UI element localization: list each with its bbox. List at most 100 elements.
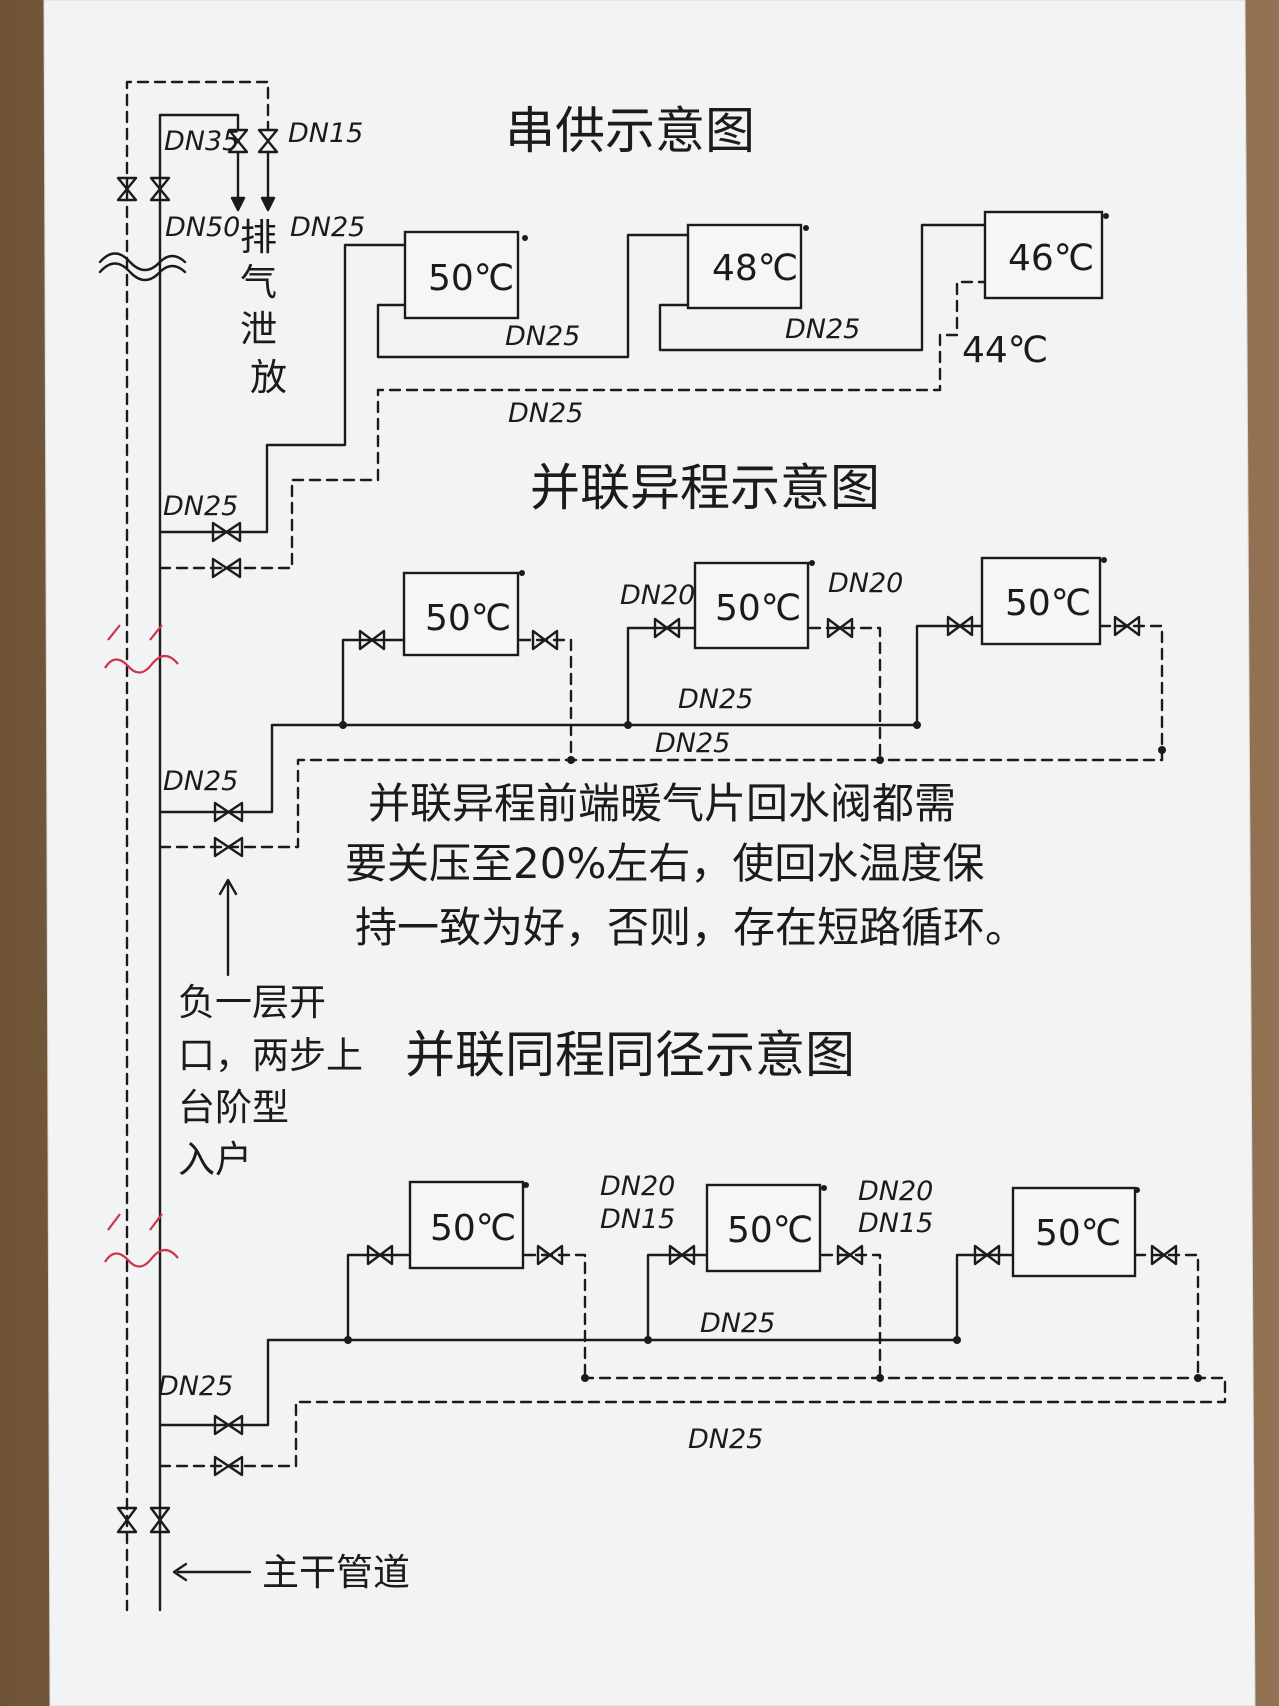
series-link-2	[658, 223, 987, 352]
note-line-1: 并联异程前端暖气片回水阀都需	[368, 779, 956, 828]
direct-return-dn: DN25	[688, 1424, 763, 1455]
reverse-radiator-3	[980, 556, 1102, 646]
direct-supply-dn: DN25	[700, 1308, 775, 1339]
vent-valve-dn35	[227, 128, 249, 212]
direct-dn15-a: DN15	[600, 1204, 675, 1235]
vent-char-2: 气	[240, 261, 277, 304]
label-dn50: DN50	[165, 212, 240, 243]
direct-temp-2: 50℃	[727, 1210, 813, 1251]
reverse-supply-dn: DN25	[678, 684, 753, 715]
reverse-temp-1: 50℃	[425, 598, 511, 639]
label-dn15-top: DN15	[288, 118, 363, 149]
direct-radiator-3	[1011, 1186, 1137, 1278]
direct-supply-valve	[213, 1414, 244, 1436]
trunk-label: 主干管道	[262, 1551, 410, 1594]
series-supply-valve	[211, 521, 242, 543]
series-pipe-b: DN25	[785, 314, 860, 345]
junction-dots	[339, 721, 1202, 1382]
series-temp-3: 46℃	[1008, 238, 1094, 279]
vent-char-1: 排	[240, 216, 277, 259]
series-radiator-3	[983, 210, 1104, 300]
direct-r3-supply	[955, 1253, 1015, 1342]
title-direct-return: 并联同程同径示意图	[405, 1026, 855, 1084]
direct-r3-valve-in	[973, 1244, 1001, 1266]
pipe-break-top-2	[98, 262, 187, 282]
direct-r1-valve-out	[536, 1244, 564, 1266]
direct-r3-valve-out	[1150, 1244, 1178, 1266]
side-note-2: 口，两步上	[178, 1034, 363, 1077]
reverse-temp-2: 50℃	[715, 588, 801, 629]
riser-valve-bottom-left	[116, 1506, 138, 1534]
vent-valve-dn15	[257, 128, 279, 212]
reverse-return-valve	[213, 836, 244, 858]
note-line-3: 持一致为好，否则，存在短路循环。	[355, 903, 1027, 952]
label-dn35: DN35	[164, 126, 239, 157]
riser-valve-top-right	[149, 176, 171, 202]
series-return-temp: 44℃	[962, 330, 1048, 371]
note-line-2: 要关压至20%左右，使回水温度保	[345, 839, 984, 888]
direct-r2-supply	[646, 1253, 709, 1342]
riser-valve-top-left	[116, 176, 138, 202]
side-note-4: 入户	[178, 1138, 252, 1181]
reverse-temp-3: 50℃	[1005, 583, 1091, 624]
reverse-supply-valve	[213, 801, 244, 823]
direct-r2-valve-out	[836, 1244, 864, 1266]
series-link-1	[376, 233, 690, 359]
direct-dn20-a: DN20	[600, 1171, 675, 1202]
reverse-r1-valve-out	[531, 629, 559, 651]
series-temp-1: 50℃	[428, 258, 514, 299]
reverse-dn20-right: DN20	[828, 568, 903, 599]
reverse-radiator-2	[693, 561, 810, 650]
direct-r3-return	[1133, 1253, 1200, 1380]
reverse-r1-valve-in	[358, 629, 386, 651]
direct-radiator-1	[408, 1180, 525, 1270]
reverse-branch-dn: DN25	[163, 766, 238, 797]
title-series: 串供示意图	[505, 102, 755, 160]
reverse-r3-valve-out	[1113, 615, 1141, 637]
reverse-r3-return	[1098, 624, 1164, 762]
riser-valve-bottom-right	[149, 1506, 171, 1534]
riser-top-dashed	[125, 80, 270, 192]
direct-r1-supply	[346, 1253, 412, 1342]
series-branch-dn: DN25	[163, 491, 238, 522]
reverse-r2-valve-in	[653, 617, 681, 639]
title-reverse-return: 并联异程示意图	[530, 459, 880, 517]
label-dn25-vent: DN25	[290, 212, 365, 243]
direct-dn15-b: DN15	[858, 1208, 933, 1239]
direct-r2-return	[820, 1253, 882, 1380]
reverse-r3-valve-in	[946, 615, 974, 637]
series-pipe-return: DN25	[508, 398, 583, 429]
entry-arrow	[218, 878, 238, 977]
radiator-vent-dots	[519, 213, 1140, 1193]
side-note-1: 负一层开	[178, 981, 326, 1024]
vent-char-3: 泄	[240, 308, 277, 351]
reverse-r2-valve-out	[826, 617, 854, 639]
break-marks	[104, 624, 179, 1268]
direct-radiator-2	[705, 1183, 822, 1273]
direct-r2-valve-in	[668, 1244, 696, 1266]
direct-dn20-b: DN20	[858, 1176, 933, 1207]
direct-temp-3: 50℃	[1035, 1213, 1121, 1254]
direct-r1-valve-in	[366, 1244, 394, 1266]
direct-return-branch	[158, 1376, 1227, 1468]
series-return-branch	[158, 280, 987, 570]
reverse-r1-return	[518, 638, 573, 762]
side-note-3: 台阶型	[178, 1086, 289, 1129]
series-temp-2: 48℃	[712, 248, 798, 289]
vent-char-4: 放	[250, 356, 287, 399]
riser-top-solid	[158, 113, 240, 192]
series-return-valve	[211, 557, 242, 579]
direct-temp-1: 50℃	[430, 1208, 516, 1249]
series-supply-branch	[158, 243, 407, 534]
series-radiator-1	[403, 230, 520, 320]
direct-return-valve	[213, 1455, 244, 1477]
series-pipe-a: DN25	[505, 321, 580, 352]
paper-sheet	[43, 0, 1256, 1706]
direct-r1-return	[523, 1253, 587, 1380]
trunk-arrow	[172, 1562, 252, 1582]
reverse-r2-supply	[626, 626, 697, 727]
reverse-radiator-1	[402, 571, 520, 657]
reverse-r2-return	[808, 626, 882, 762]
reverse-return-dn: DN25	[655, 728, 730, 759]
